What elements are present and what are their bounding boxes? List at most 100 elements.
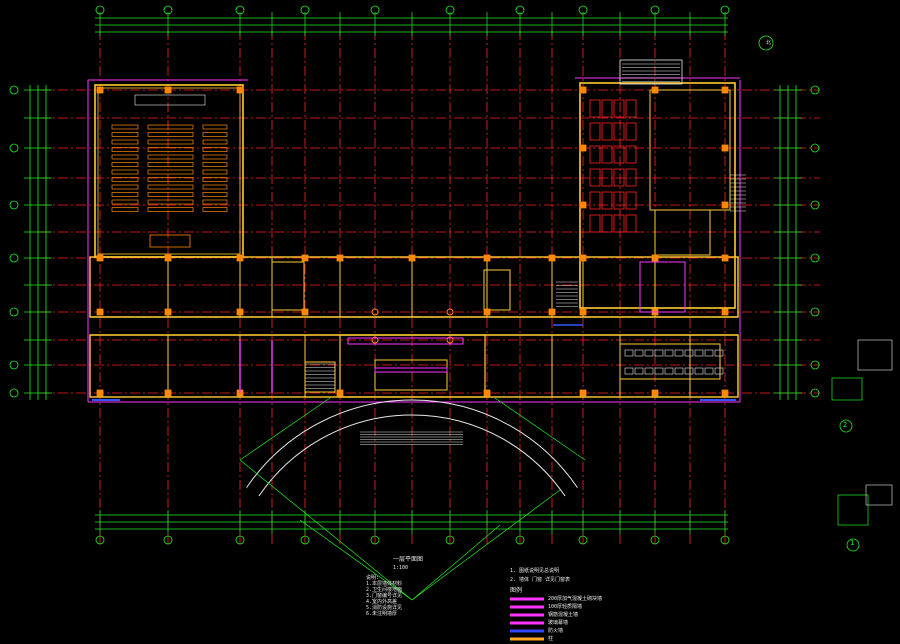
column bbox=[721, 389, 729, 397]
kitchen-unit bbox=[674, 349, 684, 357]
round-column bbox=[371, 308, 379, 316]
seat-row bbox=[202, 177, 228, 182]
kitchen-unit bbox=[684, 367, 694, 375]
dining-table bbox=[625, 168, 637, 187]
column bbox=[301, 254, 309, 262]
round-column bbox=[446, 336, 454, 344]
drawing-scale: 1:100 bbox=[393, 565, 409, 571]
legend-item-label: 防火墙 bbox=[548, 628, 564, 634]
dining-table bbox=[601, 191, 613, 210]
seat-row bbox=[202, 207, 228, 212]
seat-row bbox=[111, 132, 139, 137]
stair-core bbox=[271, 261, 305, 311]
axis-bubble bbox=[95, 535, 105, 545]
dining-table bbox=[625, 191, 637, 210]
column bbox=[721, 86, 729, 94]
column bbox=[721, 254, 729, 262]
axis-bubble bbox=[445, 5, 455, 15]
axis-bubble bbox=[95, 5, 105, 15]
dining-table bbox=[613, 99, 625, 118]
detail-inset bbox=[837, 494, 869, 526]
canopy-radial-line bbox=[411, 524, 501, 601]
seat-row bbox=[147, 184, 194, 190]
column bbox=[579, 201, 587, 209]
dining-table bbox=[589, 168, 601, 187]
dining-table bbox=[625, 99, 637, 118]
notes-left-block: 说明: 1.本层墙体材料 2.卫生间楼地面 3.门窗编号详见 4.室内外高差 5… bbox=[366, 575, 402, 617]
toilet-outline bbox=[639, 261, 686, 313]
glass-wall bbox=[347, 337, 464, 345]
legend-item-label: 100厚轻质隔墙 bbox=[548, 604, 583, 610]
column bbox=[301, 308, 309, 316]
notes-right-block: 1. 图纸说明见总说明 2. 墙体 门窗 详见门窗表 bbox=[510, 568, 570, 583]
detail-note-box bbox=[857, 339, 893, 371]
detail-mark-label: 2 bbox=[843, 421, 848, 429]
seat-row bbox=[202, 139, 228, 145]
kitchen-unit bbox=[634, 349, 644, 357]
note-line: 1. 图纸说明见总说明 bbox=[510, 568, 560, 574]
column bbox=[651, 254, 659, 262]
axis-bubble bbox=[578, 535, 588, 545]
kitchen-unit bbox=[624, 349, 634, 357]
seat-row bbox=[147, 132, 194, 137]
axis-bubble bbox=[810, 143, 820, 153]
axis-bubble bbox=[235, 535, 245, 545]
column bbox=[336, 389, 344, 397]
note-line: 6.未注明墙厚 bbox=[366, 611, 398, 617]
stair-core bbox=[304, 361, 336, 393]
round-column bbox=[371, 336, 379, 344]
column bbox=[236, 86, 244, 94]
column bbox=[579, 308, 587, 316]
axis-bubble bbox=[720, 5, 730, 15]
kitchen-unit bbox=[644, 349, 654, 357]
lecture-hall-walls bbox=[94, 84, 244, 258]
kitchen-unit bbox=[634, 367, 644, 375]
column bbox=[651, 86, 659, 94]
seat-row bbox=[202, 154, 228, 160]
seat-row bbox=[111, 177, 139, 182]
column bbox=[96, 389, 104, 397]
seat-row bbox=[111, 154, 139, 160]
column bbox=[236, 254, 244, 262]
dining-table bbox=[589, 145, 601, 164]
column bbox=[721, 201, 729, 209]
seat-row bbox=[111, 162, 139, 167]
kitchen-unit bbox=[654, 367, 664, 375]
column bbox=[548, 308, 556, 316]
lift-core bbox=[483, 269, 511, 311]
seat-row bbox=[147, 124, 194, 130]
dining-table bbox=[589, 214, 601, 233]
canopy-inner-arc bbox=[258, 414, 566, 497]
kitchen-unit bbox=[644, 367, 654, 375]
column bbox=[164, 389, 172, 397]
axis-bubble bbox=[370, 535, 380, 545]
column bbox=[96, 308, 104, 316]
legend-heading: 图例 bbox=[510, 587, 523, 594]
axis-bubble bbox=[9, 85, 19, 95]
counter-outline bbox=[374, 367, 448, 373]
legend-list: 200厚加气混凝土砌块墙 100厚轻质隔墙 钢筋混凝土墙 玻璃幕墙 防火墙 柱 bbox=[548, 596, 602, 642]
dining-table bbox=[613, 191, 625, 210]
column bbox=[579, 254, 587, 262]
axis-bubble bbox=[9, 307, 19, 317]
round-column bbox=[446, 308, 454, 316]
column bbox=[483, 389, 491, 397]
seat-row bbox=[111, 192, 139, 197]
kitchen-unit bbox=[654, 349, 664, 357]
kitchen-unit bbox=[714, 367, 724, 375]
canopy-radial-line bbox=[494, 397, 586, 461]
axis-bubble bbox=[235, 5, 245, 15]
seat-row bbox=[147, 199, 194, 205]
dining-table bbox=[601, 145, 613, 164]
axis-bubble bbox=[810, 253, 820, 263]
stage-platform bbox=[134, 94, 206, 106]
dining-table bbox=[613, 214, 625, 233]
axis-bubble bbox=[9, 388, 19, 398]
axis-bubble bbox=[810, 200, 820, 210]
axis-bubble bbox=[810, 85, 820, 95]
axis-bubble bbox=[810, 307, 820, 317]
column bbox=[96, 86, 104, 94]
column bbox=[548, 254, 556, 262]
dining-table bbox=[613, 168, 625, 187]
axis-bubble bbox=[163, 5, 173, 15]
